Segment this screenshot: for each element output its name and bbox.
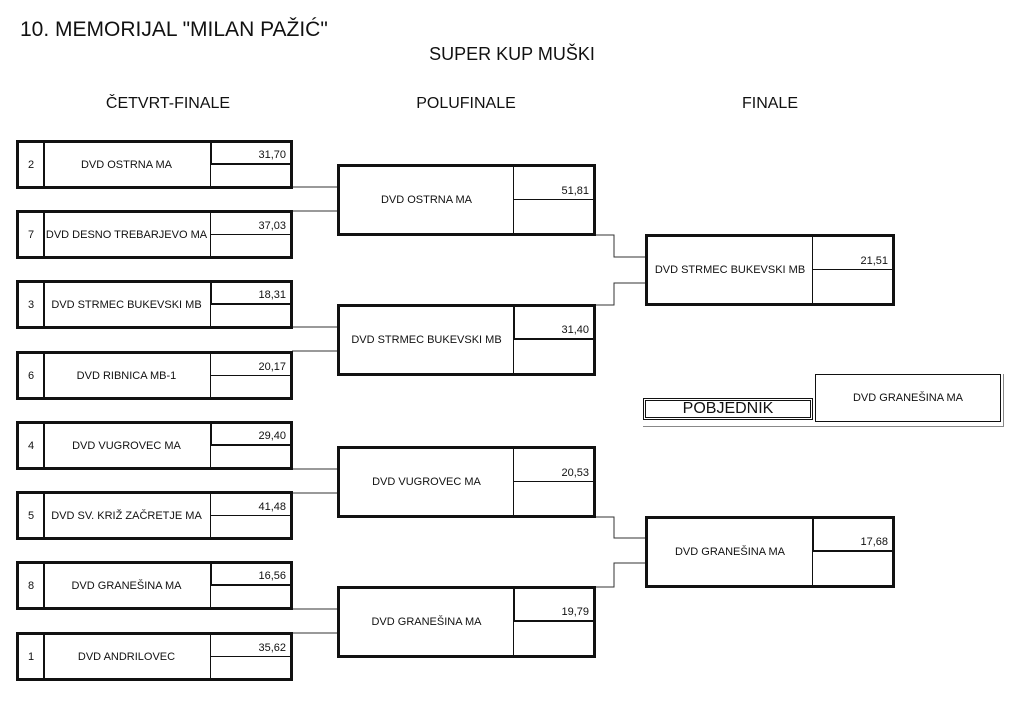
seed-number: 7 xyxy=(19,213,45,256)
score-cell: 20,53 xyxy=(513,449,593,482)
empty-cell xyxy=(210,304,290,326)
seed-number: 2 xyxy=(19,143,45,186)
team-name: DVD ANDRILOVEC xyxy=(77,650,176,663)
score-cell: 21,51 xyxy=(812,237,892,270)
round-label-final: FINALE xyxy=(741,95,798,112)
seed-number: 1 xyxy=(19,635,45,678)
qf-match-box: 1 DVD ANDRILOVEC 35,62 xyxy=(16,632,293,681)
seed-number: 5 xyxy=(19,494,45,537)
empty-cell xyxy=(210,375,290,397)
score-cell: 35,62 xyxy=(210,635,290,657)
empty-cell xyxy=(812,552,892,585)
score-cell: 17,68 xyxy=(812,519,892,552)
final-match-box: DVD STRMEC BUKEVSKI MB 21,51 xyxy=(645,234,895,306)
winner-panel: POBJEDNIK DVD GRANEŠINA MA xyxy=(643,374,1004,427)
team-name: DVD STRMEC BUKEVSKI MB xyxy=(351,334,502,346)
score-cell: 41,48 xyxy=(210,494,290,516)
empty-cell xyxy=(812,270,892,303)
score-cell: 31,40 xyxy=(513,307,593,340)
competition-subtitle: SUPER KUP MUŠKI xyxy=(429,44,595,64)
empty-cell xyxy=(210,164,290,186)
team-name: DVD STRMEC BUKEVSKI MB xyxy=(51,298,202,311)
score-cell: 31,70 xyxy=(210,143,290,165)
qf-match-box: 4 DVD VUGROVEC MA 29,40 xyxy=(16,421,293,470)
sf-match-box: DVD VUGROVEC MA 20,53 xyxy=(337,446,596,518)
score-cell: 29,40 xyxy=(210,424,290,446)
team-name: DVD OSTRNA MA xyxy=(80,158,173,171)
winner-team-name: DVD GRANEŠINA MA xyxy=(815,374,1001,422)
round-label-quarterfinal: ČETVRT-FINALE xyxy=(105,95,231,112)
empty-cell xyxy=(513,340,593,373)
team-name: DVD SV. KRIŽ ZAČRETJE MA xyxy=(51,509,202,522)
sf-match-box: DVD OSTRNA MA 51,81 xyxy=(337,164,596,236)
score-cell: 19,79 xyxy=(513,589,593,622)
empty-cell xyxy=(210,234,290,256)
empty-cell xyxy=(210,656,290,678)
empty-cell xyxy=(513,622,593,655)
sf-match-box: DVD GRANEŠINA MA 19,79 xyxy=(337,586,596,658)
score-cell: 16,56 xyxy=(210,564,290,586)
team-name: DVD DESNO TREBARJEVO MA xyxy=(45,228,208,241)
empty-cell xyxy=(210,445,290,467)
qf-match-box: 3 DVD STRMEC BUKEVSKI MB 18,31 xyxy=(16,280,293,329)
seed-number: 3 xyxy=(19,283,45,326)
team-name: DVD OSTRNA MA xyxy=(380,194,473,206)
seed-number: 6 xyxy=(19,354,45,397)
seed-number: 8 xyxy=(19,564,45,607)
team-name: DVD GRANEŠINA MA xyxy=(371,616,482,628)
winner-label: POBJEDNIK xyxy=(643,398,813,420)
score-cell: 20,17 xyxy=(210,354,290,376)
team-name: DVD STRMEC BUKEVSKI MB xyxy=(654,264,806,276)
qf-match-box: 2 DVD OSTRNA MA 31,70 xyxy=(16,140,293,189)
final-match-box: DVD GRANEŠINA MA 17,68 xyxy=(645,516,895,588)
score-cell: 51,81 xyxy=(513,167,593,200)
seed-number: 4 xyxy=(19,424,45,467)
round-label-semifinal: POLUFINALE xyxy=(416,95,516,112)
score-cell: 37,03 xyxy=(210,213,290,235)
team-name: DVD RIBNICA MB-1 xyxy=(76,369,177,382)
team-name: DVD GRANEŠINA MA xyxy=(674,546,786,558)
team-name: DVD VUGROVEC MA xyxy=(372,476,481,488)
qf-match-box: 5 DVD SV. KRIŽ ZAČRETJE MA 41,48 xyxy=(16,491,293,540)
empty-cell xyxy=(210,515,290,537)
empty-cell xyxy=(210,585,290,607)
qf-match-box: 7 DVD DESNO TREBARJEVO MA 37,03 xyxy=(16,210,293,259)
team-name: DVD VUGROVEC MA xyxy=(72,439,181,452)
empty-cell xyxy=(513,200,593,233)
document-title: 10. MEMORIJAL "MILAN PAŽIĆ" xyxy=(20,18,328,41)
sf-match-box: DVD STRMEC BUKEVSKI MB 31,40 xyxy=(337,304,596,376)
empty-cell xyxy=(513,482,593,515)
qf-match-box: 8 DVD GRANEŠINA MA 16,56 xyxy=(16,561,293,610)
score-cell: 18,31 xyxy=(210,283,290,305)
team-name: DVD GRANEŠINA MA xyxy=(71,579,182,592)
qf-match-box: 6 DVD RIBNICA MB-1 20,17 xyxy=(16,351,293,400)
